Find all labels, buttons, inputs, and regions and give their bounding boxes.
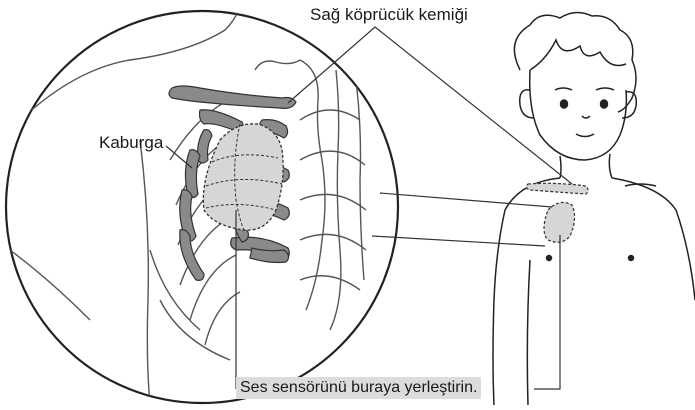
- zoom-line-lower: [372, 236, 545, 246]
- sensor-instruction-label: Ses sensörünü buraya yerleştirin.: [236, 377, 481, 399]
- child-figure: [493, 12, 695, 405]
- child-clavicle-icon: [526, 183, 588, 194]
- clavicle-label: Sağ köprücük kemiği: [310, 6, 468, 23]
- zoom-line-upper: [380, 193, 552, 207]
- rib-label: Kaburga: [99, 134, 163, 151]
- magnified-chest-circle: [6, 0, 398, 405]
- child-sensor-area-icon: [544, 202, 575, 242]
